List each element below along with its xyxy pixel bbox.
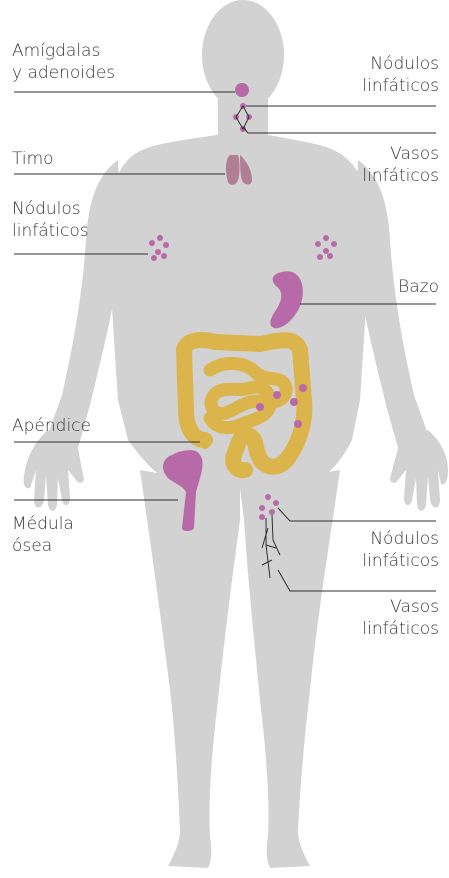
label-marrow: Médula ósea bbox=[12, 513, 74, 557]
label-appendix: Apéndice bbox=[12, 415, 91, 437]
label-nodes-groin-line1: Nódulos bbox=[362, 528, 439, 550]
tonsil-node bbox=[235, 83, 249, 97]
right-leg bbox=[240, 470, 340, 868]
label-marrow-line1: Médula bbox=[12, 513, 74, 535]
label-vessels-neck-line2: linfáticos bbox=[362, 165, 439, 187]
label-thymus: Timo bbox=[12, 148, 54, 170]
label-vessels-leg: Vasos linfáticos bbox=[362, 596, 439, 640]
label-tonsils-line2: y adenoides bbox=[12, 62, 115, 84]
label-vessels-leg-line2: linfáticos bbox=[362, 618, 439, 640]
label-spleen: Bazo bbox=[398, 276, 439, 298]
label-nodes-groin-line2: linfáticos bbox=[362, 550, 439, 572]
label-vessels-neck: Vasos linfáticos bbox=[362, 143, 439, 187]
label-nodes-neck-line2: linfáticos bbox=[362, 75, 439, 97]
label-tonsils: Amígdalas y adenoides bbox=[12, 40, 115, 84]
label-marrow-line2: ósea bbox=[12, 535, 74, 557]
label-nodes-armpit-line2: linfáticos bbox=[12, 220, 89, 242]
label-vessels-leg-line1: Vasos bbox=[362, 596, 439, 618]
label-nodes-armpit-line1: Nódulos bbox=[12, 198, 89, 220]
label-nodes-neck-line1: Nódulos bbox=[362, 53, 439, 75]
label-thymus-line1: Timo bbox=[12, 148, 54, 170]
label-nodes-groin: Nódulos linfáticos bbox=[362, 528, 439, 572]
label-spleen-line1: Bazo bbox=[398, 276, 439, 298]
label-appendix-line1: Apéndice bbox=[12, 415, 91, 437]
leader-vessels-neck bbox=[243, 127, 436, 133]
label-nodes-armpit: Nódulos linfáticos bbox=[12, 198, 89, 242]
label-vessels-neck-line1: Vasos bbox=[362, 143, 439, 165]
label-nodes-neck: Nódulos linfáticos bbox=[362, 53, 439, 97]
appendix bbox=[200, 439, 210, 449]
label-tonsils-line1: Amígdalas bbox=[12, 40, 115, 62]
